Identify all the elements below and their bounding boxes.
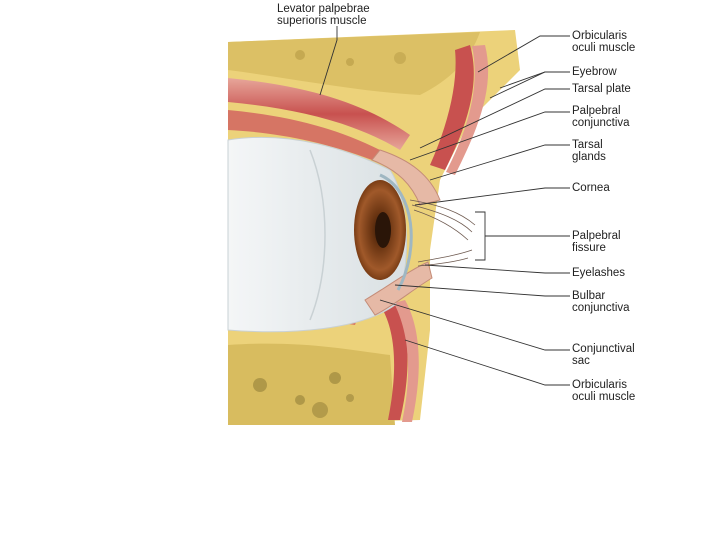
cornea: [379, 173, 413, 291]
levator-muscle: [228, 78, 410, 160]
label-palpebral-conjunctiva: Palpebral conjunctiva: [572, 105, 630, 129]
lower-orbital-bone: [228, 343, 395, 425]
label-tarsal-glands: Tarsal glands: [572, 139, 606, 163]
label-conjunctival-sac: Conjunctival sac: [572, 343, 635, 367]
label-eyelashes: Eyelashes: [572, 267, 626, 279]
orbicularis-upper: [430, 45, 489, 175]
label-levator: Levator palpebrae superioris muscle: [277, 3, 370, 27]
orbicularis-lower: [380, 300, 419, 422]
leader-lines: [319, 26, 570, 386]
label-cornea: Cornea: [572, 182, 610, 194]
label-tarsal-plate: Tarsal plate: [572, 83, 631, 95]
upper-orbital-bone: [228, 32, 480, 95]
label-palpebral-fissure: Palpebral fissure: [572, 230, 621, 254]
iris: [354, 180, 406, 280]
upper-eyelid: [371, 149, 441, 206]
label-orbicularis-bottom: Orbicularis oculi muscle: [572, 379, 636, 403]
eyeball: [227, 136, 407, 333]
label-orbicularis-top: Orbicularis oculi muscle: [572, 30, 636, 54]
label-eyebrow: Eyebrow: [572, 66, 617, 78]
eyelashes: [409, 199, 476, 267]
label-bulbar-conjunctiva: Bulbar conjunctiva: [572, 290, 630, 314]
